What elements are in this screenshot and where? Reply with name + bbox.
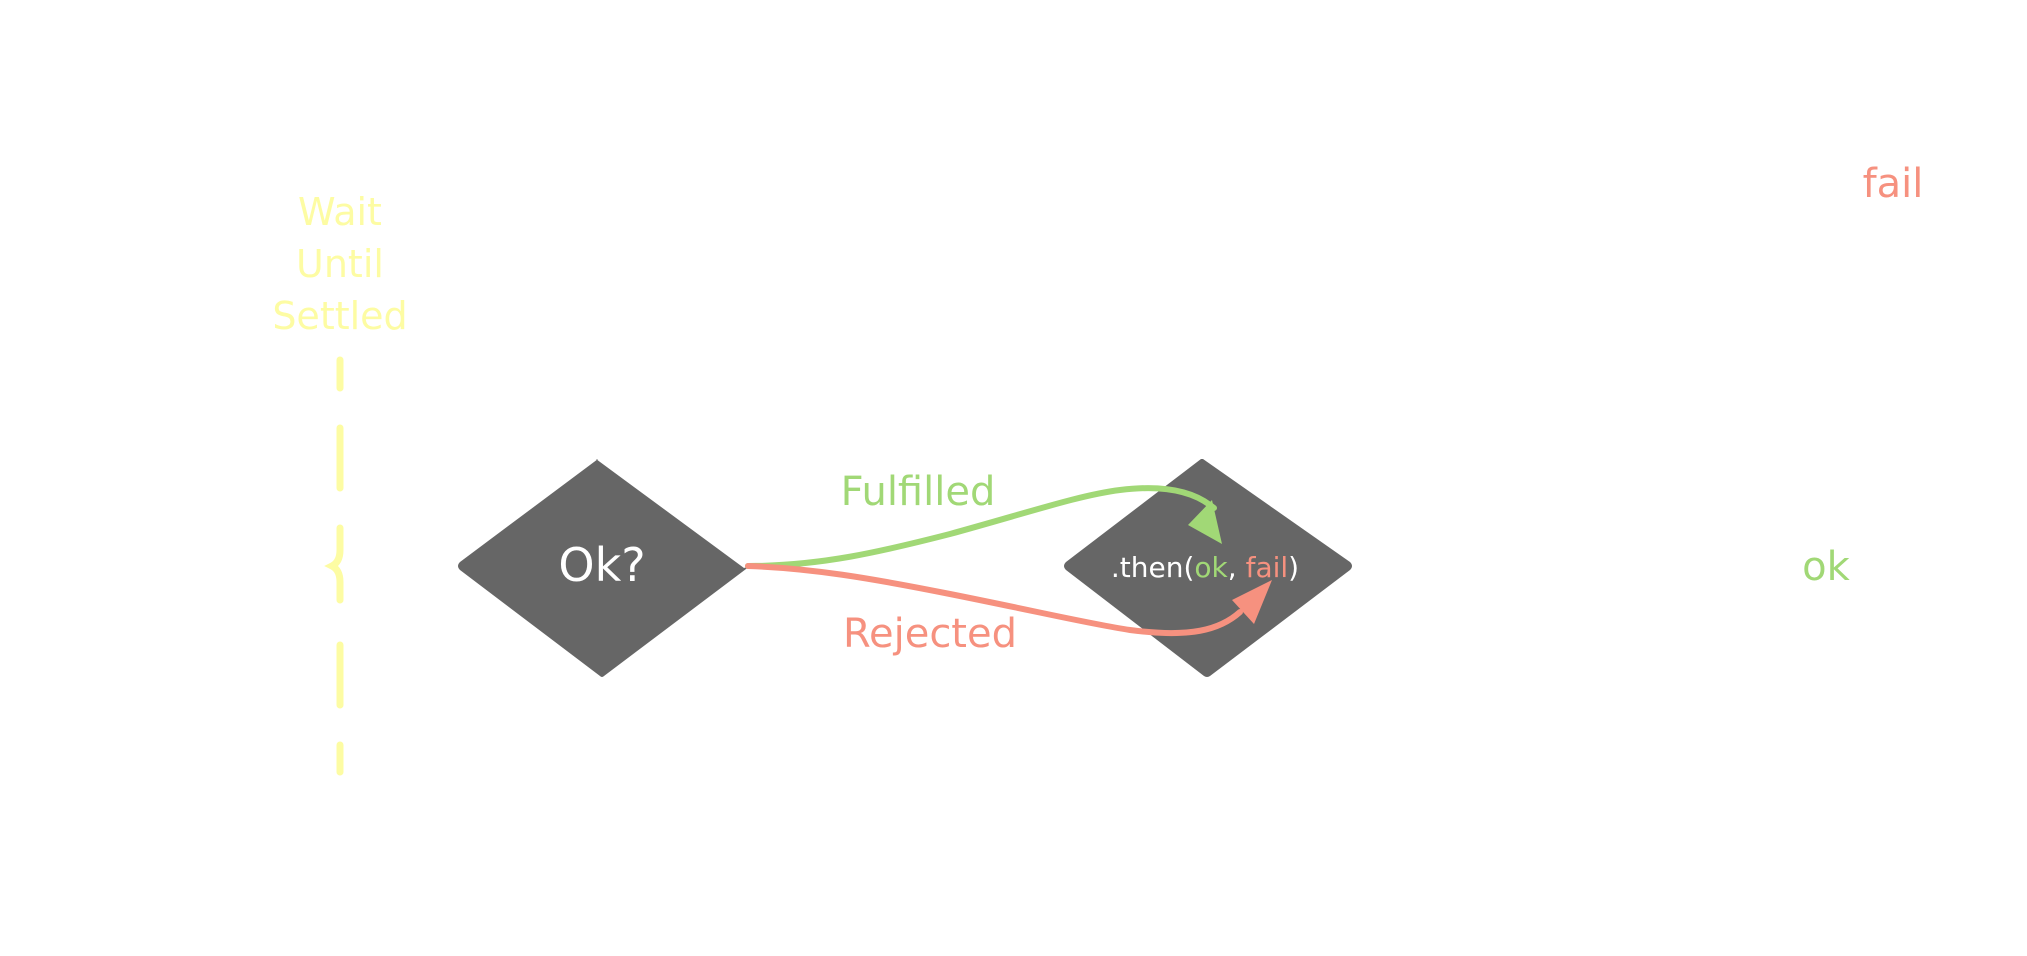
ok-outcome-label: ok xyxy=(1802,544,1850,590)
fulfilled-edge xyxy=(745,485,1217,569)
ok-decision-label: Ok? xyxy=(558,538,645,592)
wait-label-line-2: Until xyxy=(296,242,384,286)
then-call-text: .then(ok, fail) xyxy=(1111,551,1299,584)
rejected-label: Rejected xyxy=(843,611,1017,657)
then-ok-arg: ok xyxy=(1194,551,1228,584)
then-suffix: ) xyxy=(1288,551,1299,584)
then-node: .then(ok, fail) xyxy=(1064,459,1352,677)
rejected-arrowhead xyxy=(1232,580,1272,624)
then-prefix: .then( xyxy=(1111,551,1195,584)
then-separator: , xyxy=(1228,551,1246,584)
wait-label-line-3: Settled xyxy=(272,294,407,338)
wait-label-line-1: Wait xyxy=(298,190,382,234)
wait-label: Wait Until Settled xyxy=(272,190,407,338)
fail-outcome-label: fail xyxy=(1863,161,1924,207)
rejected-edge xyxy=(745,563,1243,637)
wait-brace xyxy=(324,356,344,776)
fulfilled-label: Fulfilled xyxy=(841,469,996,515)
ok-decision-node: Ok? xyxy=(458,459,750,677)
fulfilled-arrowhead xyxy=(1188,500,1222,544)
then-fail-arg: fail xyxy=(1246,551,1289,584)
